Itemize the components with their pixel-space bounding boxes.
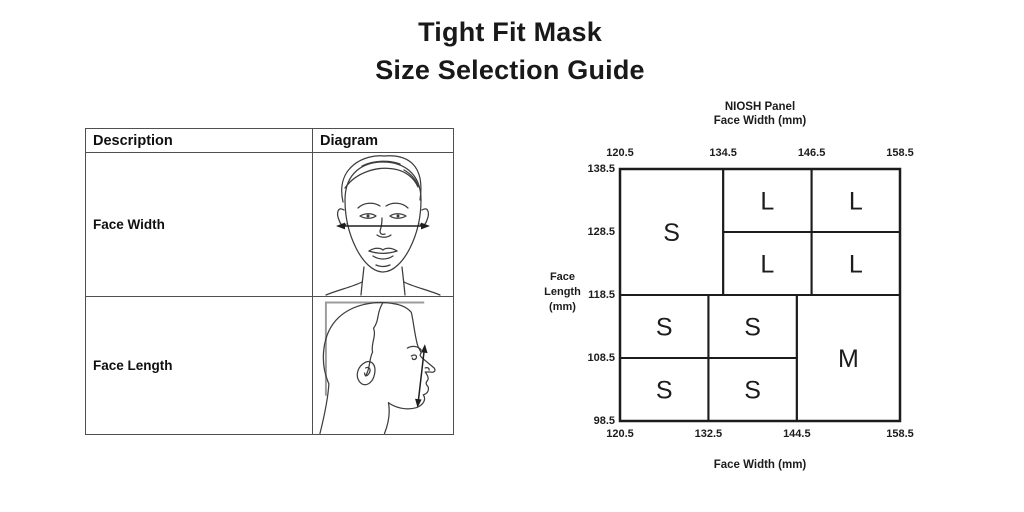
plot-border xyxy=(618,167,902,423)
x-tick-label: 120.5 xyxy=(606,147,634,159)
x-tick-label: 132.5 xyxy=(694,428,723,440)
x-axis-bottom-ticks: 120.5 132.5 144.5 158.5 xyxy=(606,428,914,442)
front-face-width-arrow-icon xyxy=(325,154,441,296)
size-zone-label: L xyxy=(849,251,863,279)
size-zone-label: L xyxy=(760,188,774,216)
y-tick-label: 108.5 xyxy=(587,352,615,364)
table-row-face-width-diagram xyxy=(313,153,453,297)
y-tick-label: 138.5 xyxy=(587,163,615,175)
x-tick-label: 120.5 xyxy=(606,428,634,440)
size-zone-label: M xyxy=(838,345,859,373)
table-row-face-length-diagram xyxy=(313,297,453,434)
x-tick-label: 158.5 xyxy=(886,147,914,159)
y-axis-title: Face Length (mm) xyxy=(544,271,581,313)
size-zone-label: S xyxy=(663,219,680,247)
chart-title: NIOSH Panel Face Width (mm) xyxy=(620,100,900,128)
measurement-table: Description Diagram Face Width xyxy=(85,128,454,435)
size-zone-label: S xyxy=(744,314,761,342)
x-tick-label: 144.5 xyxy=(783,428,811,440)
profile-face-length-arrow-icon xyxy=(319,300,436,434)
table-header-description: Description xyxy=(86,129,313,153)
size-zone-plot: S L L L L S S M S S xyxy=(618,167,902,423)
size-zone-grid: S L L L L S S M S S xyxy=(618,167,902,423)
table-header-diagram: Diagram xyxy=(313,129,453,153)
chart-top-axis-title: Face Width (mm) xyxy=(713,115,807,127)
size-zone-label: S xyxy=(744,377,761,405)
size-zone-label: L xyxy=(760,251,774,279)
niosh-panel-chart: NIOSH Panel Face Width (mm) 120.5 134.5 14… xyxy=(544,100,925,492)
table-row-face-length-label: Face Length xyxy=(86,297,313,434)
size-zone-label: L xyxy=(849,188,863,216)
page-title: Tight Fit Mask Size Selection Guide xyxy=(0,13,1020,89)
x-tick-label: 158.5 xyxy=(886,428,914,440)
x-tick-label: 146.5 xyxy=(797,147,826,159)
size-zone-label: S xyxy=(656,377,673,405)
y-tick-label: 98.5 xyxy=(593,415,615,427)
y-axis-ticks: 138.5 128.5 118.5 108.5 98.5 xyxy=(545,163,615,427)
page-title-line1: Tight Fit Mask xyxy=(418,17,602,47)
x-axis-title: Face Width (mm) xyxy=(713,459,807,471)
chart-title-line1: NIOSH Panel xyxy=(724,101,796,113)
table-row-face-width-label: Face Width xyxy=(86,153,313,297)
x-axis-top-ticks: 120.5 134.5 146.5 158.5 xyxy=(606,147,914,161)
size-zone-label: S xyxy=(656,314,673,342)
y-tick-label: 118.5 xyxy=(588,289,615,301)
page-title-line2: Size Selection Guide xyxy=(375,55,645,85)
x-tick-label: 134.5 xyxy=(709,147,737,159)
y-tick-label: 128.5 xyxy=(587,226,615,238)
